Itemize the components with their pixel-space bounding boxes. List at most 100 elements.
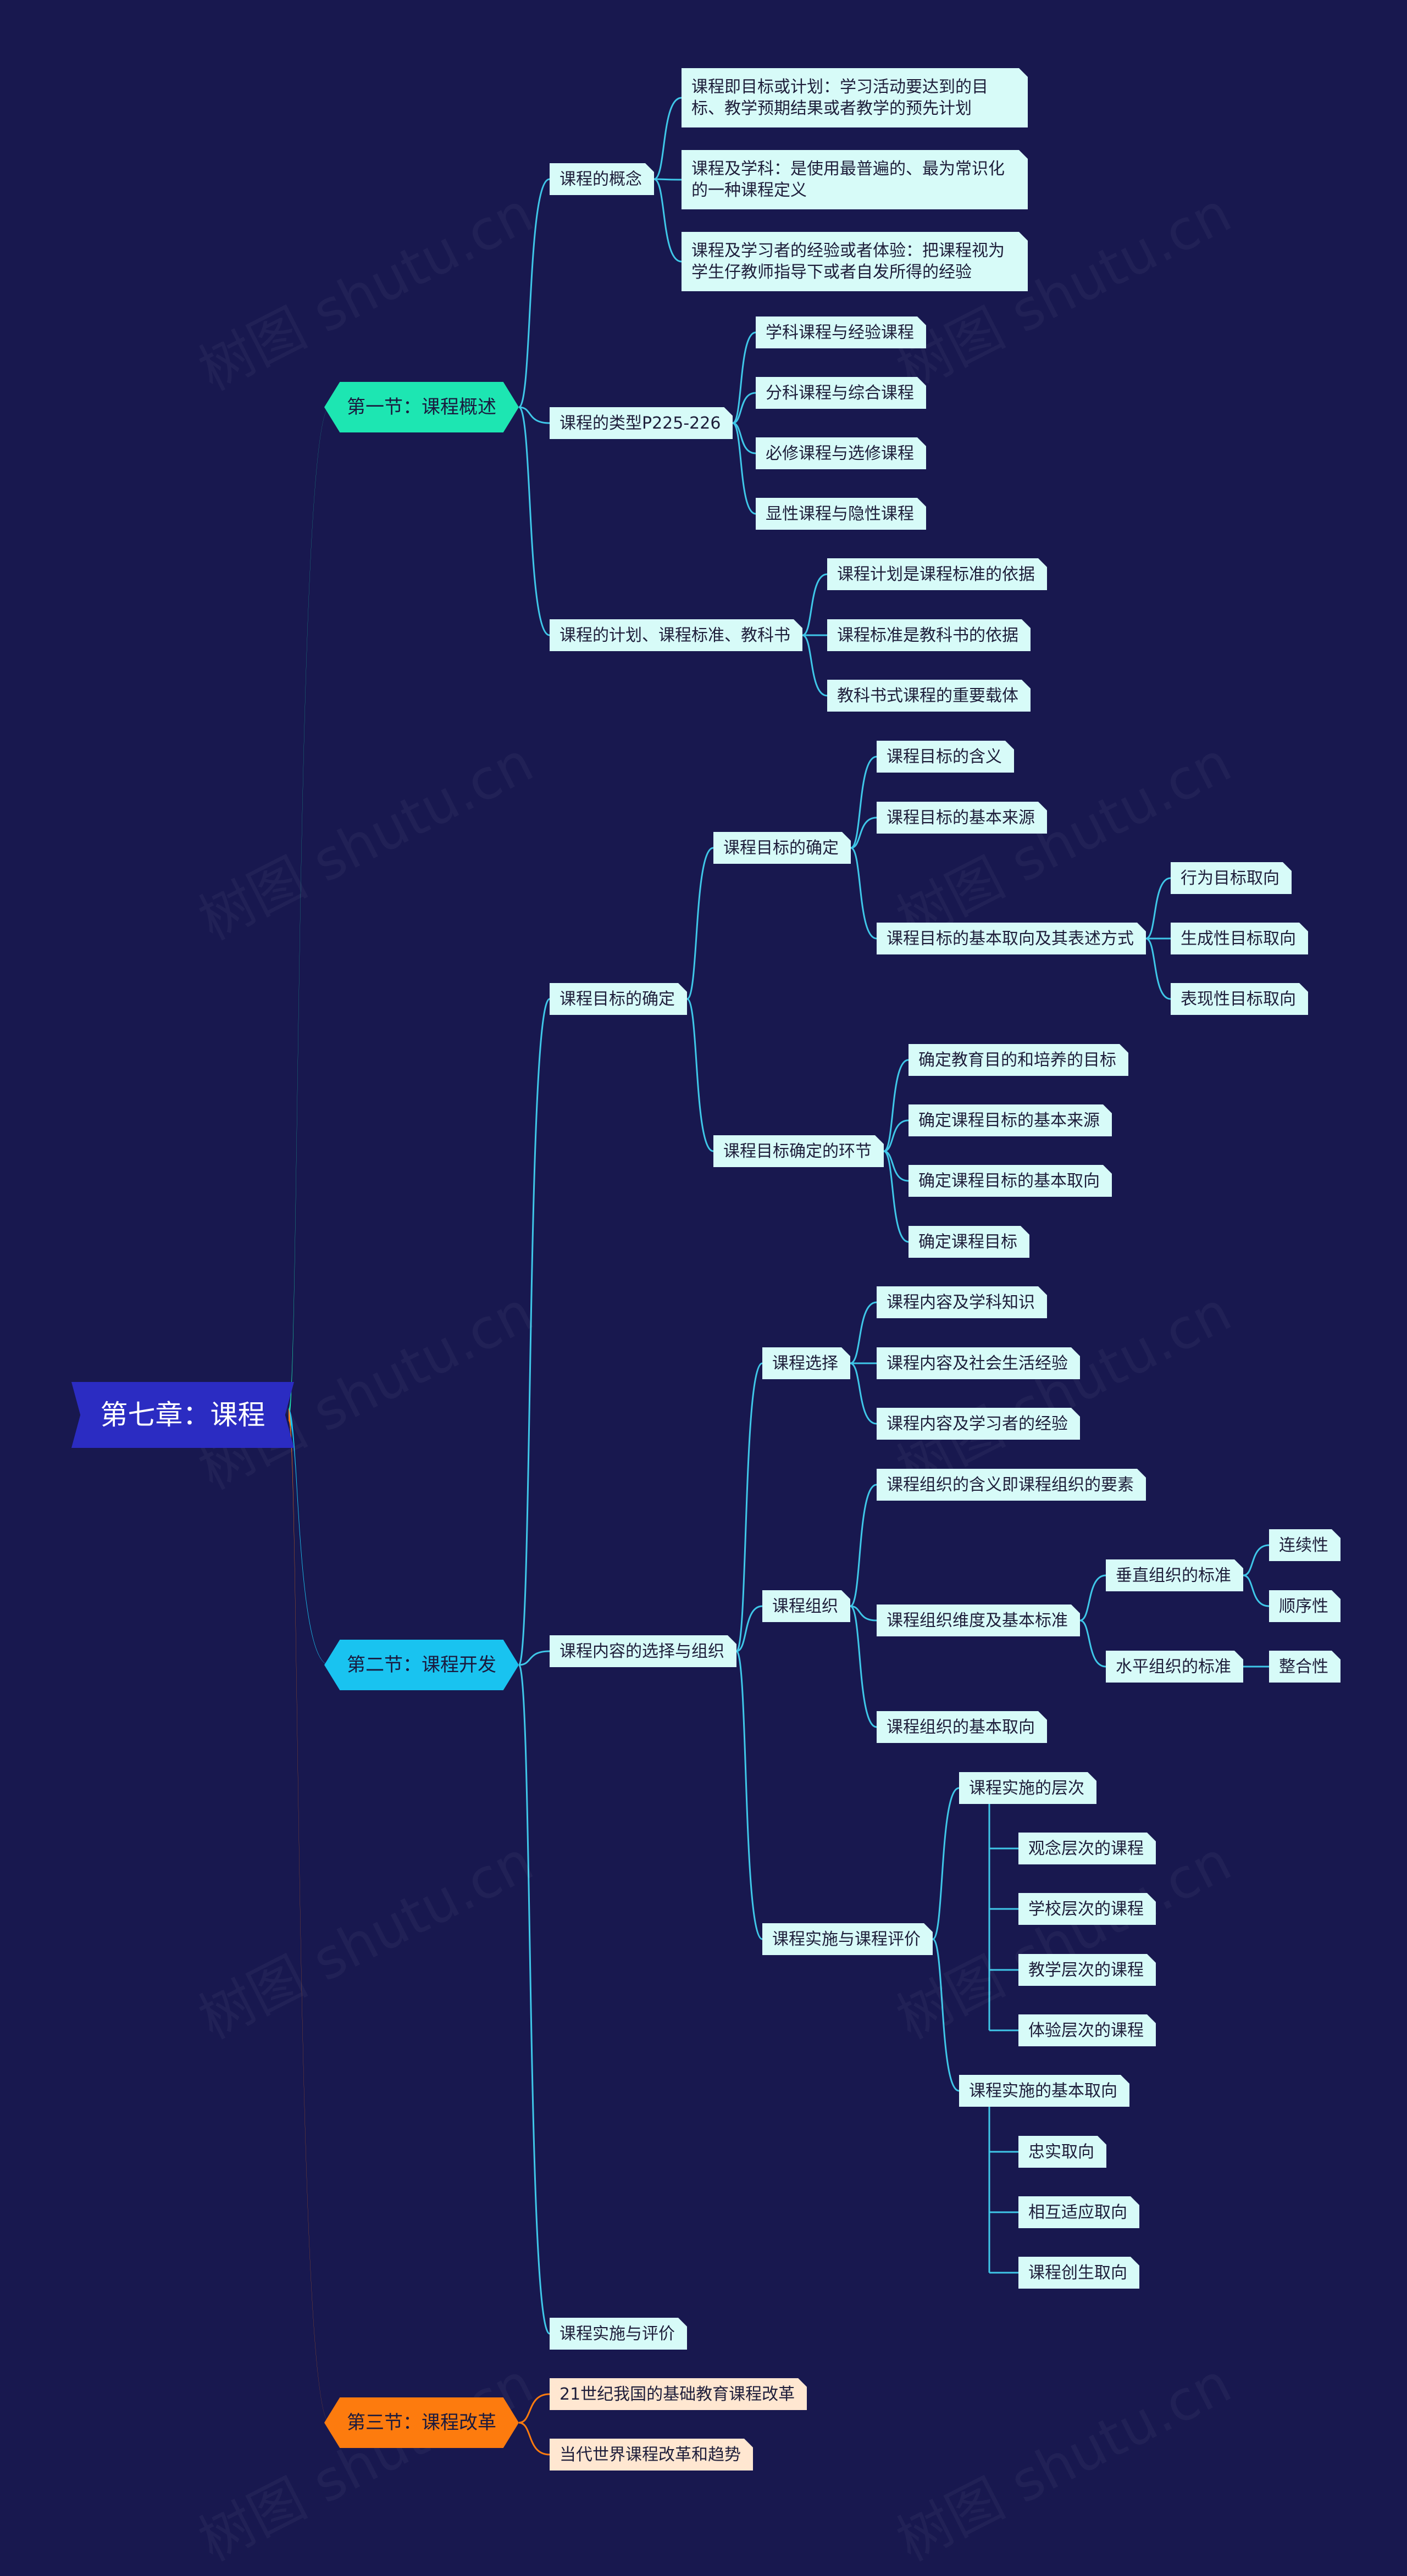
section-1-overview[interactable]: 第一节：课程概述 [324, 382, 519, 432]
connector-line [732, 392, 756, 424]
implementation-orientation-item[interactable]: 课程创生取向 [1018, 2257, 1139, 2289]
goal-step-item[interactable]: 确定课程目标的基本来源 [909, 1104, 1112, 1136]
connector-line [850, 1301, 877, 1364]
organization-meaning[interactable]: 课程组织的含义即课程组织的要素 [877, 1469, 1146, 1501]
connector-line [518, 406, 550, 636]
connector-line [883, 1059, 909, 1152]
content-selection[interactable]: 课程选择 [762, 1347, 850, 1379]
connector-line [932, 1787, 960, 1940]
connector-line [1243, 1574, 1270, 1607]
connector-line [850, 1605, 877, 1622]
connector-line [735, 1650, 763, 1940]
plan-item[interactable]: 课程标准是教科书的依据 [827, 619, 1031, 651]
topic-goal-determination[interactable]: 课程目标的确定 [550, 983, 687, 1015]
trunk-connector [289, 407, 330, 1421]
content-organization[interactable]: 课程组织 [762, 1590, 850, 1622]
connector-line [932, 1938, 960, 2092]
topic-curriculum-concept[interactable]: 课程的概念 [550, 163, 654, 195]
orientation-item[interactable]: 行为目标取向 [1171, 862, 1292, 894]
level-item[interactable]: 教学层次的课程 [1018, 1954, 1156, 1986]
goal-definition-item[interactable]: 课程目标的含义 [877, 741, 1014, 773]
connector-line [850, 756, 877, 849]
level-item[interactable]: 观念层次的课程 [1018, 1833, 1156, 1864]
connector-line [736, 1605, 763, 1652]
type-item[interactable]: 显性课程与隐性课程 [756, 498, 926, 530]
section-2-development[interactable]: 第二节：课程开发 [324, 1640, 519, 1690]
orientation-item[interactable]: 生成性目标取向 [1171, 923, 1308, 954]
connector-line [518, 1650, 550, 1666]
connector-line [1243, 1544, 1270, 1576]
vertical-item[interactable]: 连续性 [1269, 1529, 1340, 1561]
connector-line [686, 847, 714, 1000]
connector-line [1145, 877, 1171, 940]
plan-item[interactable]: 课程计划是课程标准的依据 [827, 558, 1047, 590]
connector-line [850, 1362, 877, 1425]
connector-line [653, 97, 682, 180]
topic-implementation-evaluation[interactable]: 课程实施与评价 [550, 2318, 687, 2350]
implementation-orientation-item[interactable]: 忠实取向 [1018, 2136, 1106, 2168]
level-item[interactable]: 学校层次的课程 [1018, 1893, 1156, 1925]
root-topic[interactable]: 第七章：课程 [71, 1382, 294, 1448]
connector-line [1079, 1619, 1106, 1668]
connector-line [518, 2422, 550, 2456]
goal-definition-item[interactable]: 课程目标的基本来源 [877, 802, 1047, 834]
connector-line [735, 1362, 763, 1652]
topic-plan-standard-textbook[interactable]: 课程的计划、课程标准、教科书 [550, 619, 802, 651]
type-item[interactable]: 学科课程与经验课程 [756, 317, 926, 348]
connector-line [850, 847, 877, 940]
horizontal-item[interactable]: 整合性 [1269, 1651, 1340, 1683]
goal-definition[interactable]: 课程目标的确定 [713, 832, 851, 864]
connector-line [1079, 1574, 1106, 1622]
reform-item[interactable]: 21世纪我国的基础教育课程改革 [550, 2378, 807, 2410]
implementation-orientation[interactable]: 课程实施的基本取向 [959, 2075, 1129, 2107]
selection-item[interactable]: 课程内容及社会生活经验 [877, 1347, 1080, 1379]
implementation-orientation-item[interactable]: 相互适应取向 [1018, 2196, 1139, 2228]
goal-step-item[interactable]: 确定课程目标 [909, 1226, 1029, 1258]
connector-line [518, 406, 550, 424]
implementation-levels[interactable]: 课程实施的层次 [959, 1772, 1096, 1804]
topic-curriculum-types[interactable]: 课程的类型P225-226 [550, 407, 733, 439]
type-item[interactable]: 分科课程与综合课程 [756, 377, 926, 409]
selection-item[interactable]: 课程内容及学习者的经验 [877, 1408, 1080, 1440]
implementation-evaluation[interactable]: 课程实施与课程评价 [762, 1923, 933, 1955]
vertical-item[interactable]: 顺序性 [1269, 1590, 1340, 1622]
connector-line [883, 1150, 909, 1243]
concept-item[interactable]: 课程即目标或计划：学习活动要达到的目标、教学预期结果或者教学的预先计划 [682, 68, 1028, 127]
connector-line [686, 998, 714, 1152]
connector-line [653, 178, 682, 181]
goal-definition-item[interactable]: 课程目标的基本取向及其表述方式 [877, 923, 1146, 954]
vertical-standard[interactable]: 垂直组织的标准 [1106, 1559, 1243, 1591]
connector-line [518, 178, 550, 408]
goal-step-item[interactable]: 确定教育目的和培养的目标 [909, 1044, 1128, 1076]
level-item[interactable]: 体验层次的课程 [1018, 2014, 1156, 2046]
connector-line [518, 998, 551, 1666]
concept-item[interactable]: 课程及学习者的经验或者体验：把课程视为学生仔教师指导下或者自发所得的经验 [682, 232, 1028, 291]
concept-item[interactable]: 课程及学科：是使用最普遍的、最为常识化的一种课程定义 [682, 150, 1028, 209]
organization-orientation[interactable]: 课程组织的基本取向 [877, 1711, 1047, 1743]
connector-line [1145, 937, 1171, 1000]
connector-line [732, 422, 756, 515]
trunk-connector [289, 1409, 330, 1665]
goal-steps[interactable]: 课程目标确定的环节 [713, 1135, 884, 1167]
connector-line [802, 573, 828, 636]
connector-line [802, 634, 828, 697]
connector-line [732, 422, 756, 454]
selection-item[interactable]: 课程内容及学科知识 [877, 1286, 1047, 1318]
organization-dimensions[interactable]: 课程组织维度及基本标准 [877, 1605, 1080, 1636]
connector-line [518, 2393, 550, 2424]
goal-step-item[interactable]: 确定课程目标的基本取向 [909, 1165, 1112, 1197]
reform-item[interactable]: 当代世界课程改革和趋势 [550, 2439, 753, 2470]
trunk-connector [289, 1409, 330, 2423]
orientation-item[interactable]: 表现性目标取向 [1171, 983, 1308, 1015]
section-3-reform[interactable]: 第三节：课程改革 [324, 2397, 519, 2448]
type-item[interactable]: 必修课程与选修课程 [756, 437, 926, 469]
connector-line [653, 178, 682, 263]
connector-line [850, 1605, 877, 1728]
connector-line [850, 1484, 877, 1607]
horizontal-standard[interactable]: 水平组织的标准 [1106, 1651, 1243, 1683]
plan-item[interactable]: 教科书式课程的重要载体 [827, 680, 1031, 712]
connector-line [883, 1119, 909, 1152]
topic-content-selection-organization[interactable]: 课程内容的选择与组织 [550, 1635, 736, 1667]
